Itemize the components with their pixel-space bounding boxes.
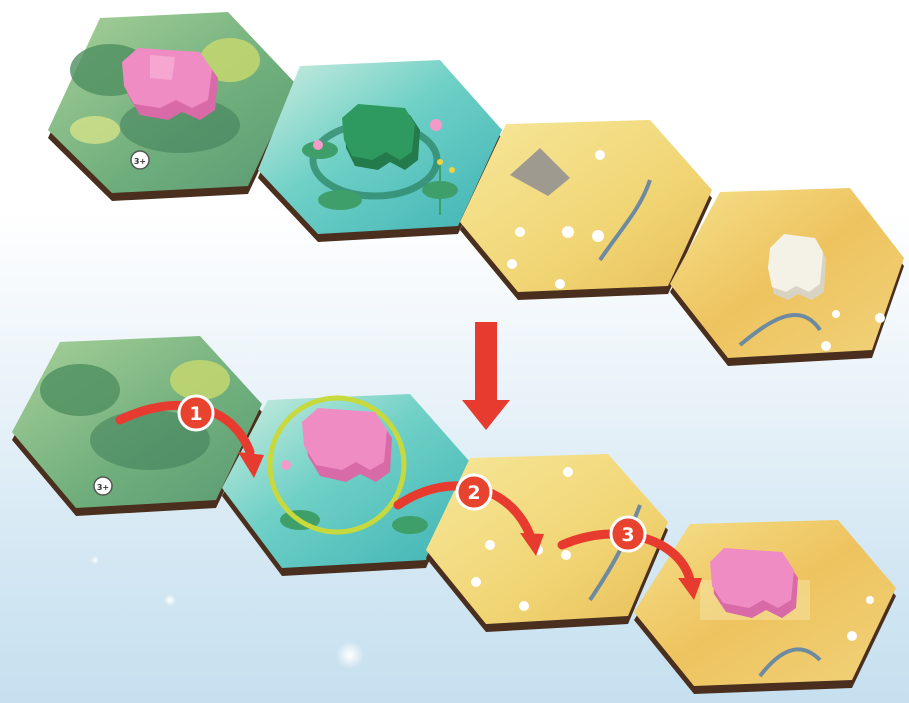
- terrain-icon-text: 3+: [134, 157, 146, 166]
- svg-text:3: 3: [621, 524, 634, 546]
- meadow-tile: [460, 120, 712, 300]
- transition-arrow: [462, 322, 510, 430]
- sparkle: [336, 641, 364, 669]
- sparkle: [164, 594, 176, 606]
- terrain-icon-text: 3+: [97, 483, 109, 492]
- after-row: 3+: [12, 336, 896, 694]
- forest-tile: 3+: [48, 12, 296, 201]
- meadow-tile: [670, 188, 904, 366]
- step-badge-2: 2: [457, 475, 491, 509]
- step-badge-3: 3: [611, 517, 645, 551]
- before-row: 3+: [48, 12, 904, 366]
- pink-meeple: [710, 548, 798, 618]
- step-badge-1: 1: [179, 396, 213, 430]
- white-meeple: [768, 234, 826, 300]
- svg-text:2: 2: [467, 482, 480, 504]
- green-meeple: [342, 104, 420, 170]
- sparkle: [91, 556, 99, 564]
- meadow-tile: [634, 520, 896, 694]
- svg-text:1: 1: [189, 403, 202, 425]
